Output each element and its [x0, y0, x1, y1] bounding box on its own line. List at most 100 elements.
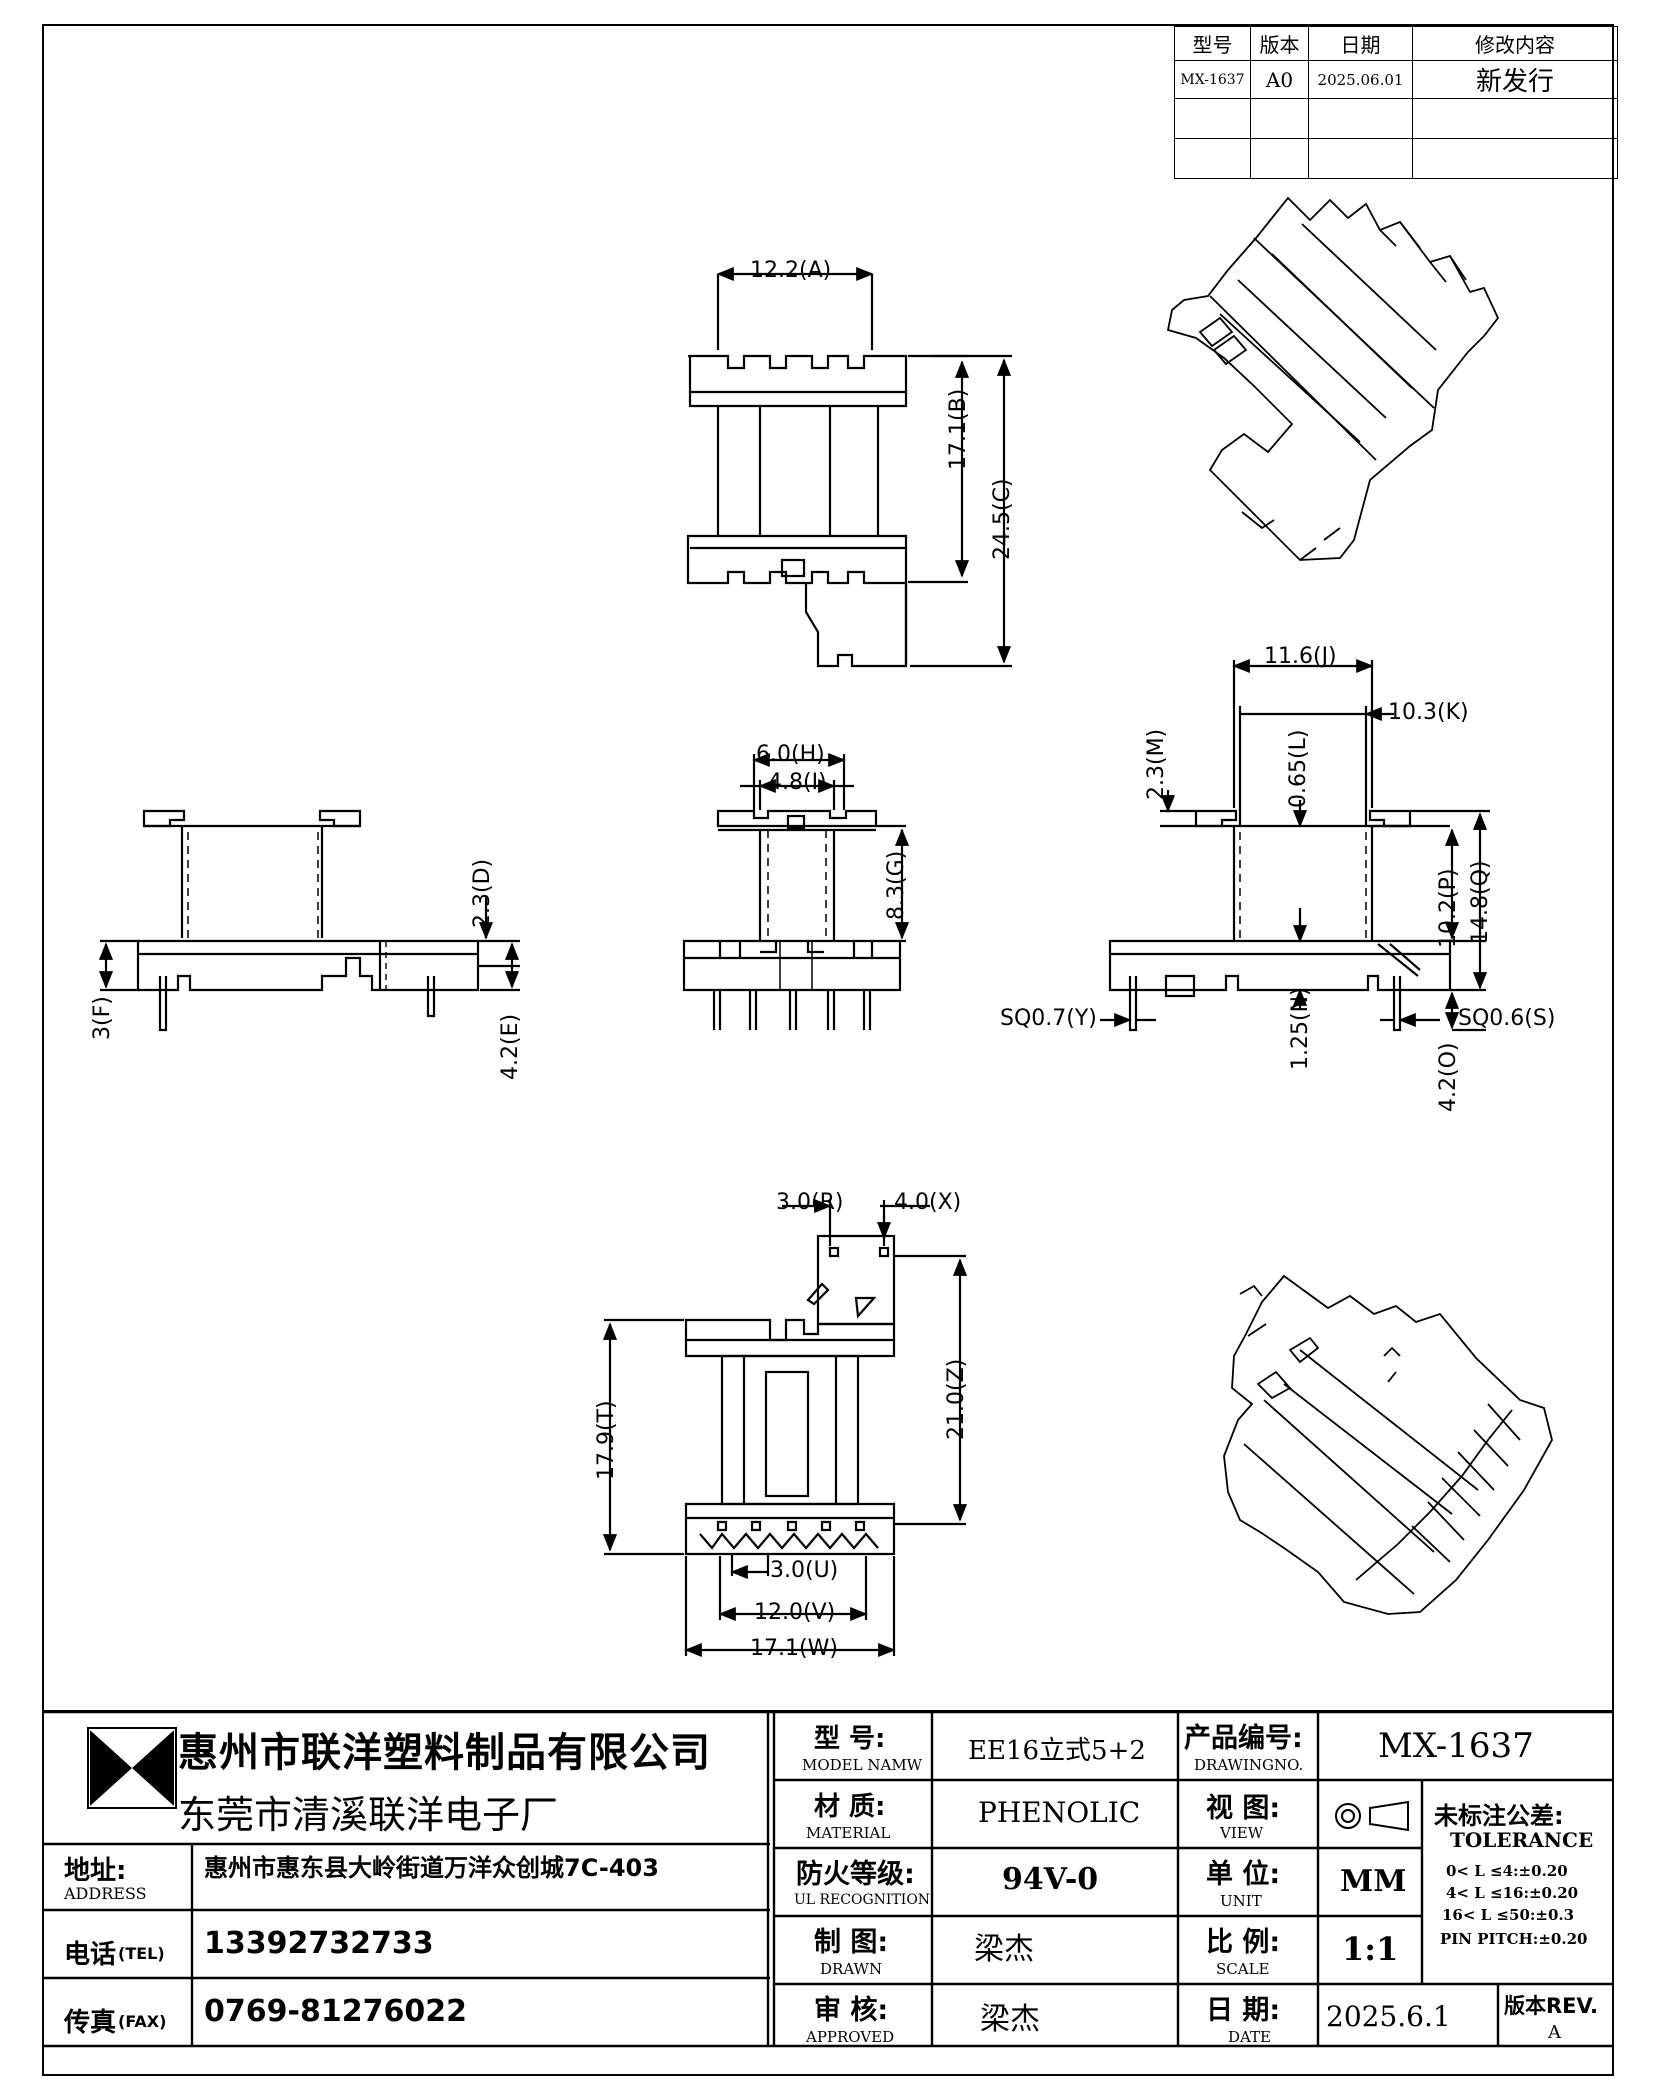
dim-o: 4.2(O)	[1436, 1042, 1461, 1112]
bottom-view	[602, 1198, 968, 1658]
scale-label: 比 例:	[1206, 1927, 1281, 1958]
dim-q: 14.8(Q)	[1468, 860, 1493, 944]
fire-value: 94V-0	[1002, 1862, 1099, 1897]
date-value: 2025.6.1	[1326, 2000, 1451, 2033]
projection-symbol-icon	[1335, 1800, 1409, 1832]
rev-cell-empty	[1250, 98, 1309, 139]
rev-label: 版本REV.	[1504, 1994, 1599, 2018]
company-name: 惠州市联洋塑料制品有限公司	[178, 1730, 711, 1776]
dim-z: 21.0(Z)	[944, 1358, 969, 1440]
view-label-en: VIEW	[1220, 1824, 1264, 1842]
fax-label-en: (FAX)	[118, 2012, 167, 2031]
isometric-view-bottom	[1223, 1274, 1553, 1615]
tolerance-line: PIN PITCH:±0.20	[1440, 1930, 1588, 1948]
dim-r: 3.0(R)	[776, 1190, 844, 1215]
unit-label-en: UNIT	[1220, 1892, 1262, 1910]
tel-label-en: (TEL)	[118, 1944, 165, 1963]
dim-y: SQ0.7(Y)	[1000, 1006, 1097, 1031]
address-value: 惠州市惠东县大岭街道万洋众创城7C-403	[204, 1854, 659, 1882]
dim-m: 2.3(M)	[1144, 728, 1169, 800]
tel-value: 13392732733	[204, 1926, 434, 1961]
approved-value: 梁杰	[980, 2002, 1040, 2037]
side-view-right	[1100, 658, 1490, 1032]
dim-a: 12.2(A)	[750, 258, 832, 283]
title-block	[44, 1710, 1612, 2053]
tolerance-line: 0< L ≤4:±0.20	[1446, 1862, 1568, 1880]
rev-header-version: 版本	[1250, 26, 1309, 61]
rev-cell-empty	[1174, 138, 1251, 179]
material-value: PHENOLIC	[978, 1796, 1141, 1829]
dim-p: 10.2(P)	[1436, 868, 1461, 948]
tel-label: 电话	[64, 1940, 117, 1970]
scale-label-en: SCALE	[1216, 1960, 1270, 1978]
dim-h: 6.0(H)	[756, 742, 825, 767]
drawn-label: 制 图:	[814, 1927, 889, 1958]
drawing-frame	[42, 24, 1614, 2076]
rev-header-date: 日期	[1308, 26, 1413, 61]
approved-label-en: APPROVED	[806, 2028, 895, 2046]
date-label: 日 期:	[1206, 1995, 1281, 2026]
fax-value: 0769-81276022	[204, 1994, 467, 2029]
model-label: 型 号:	[814, 1724, 886, 1754]
dim-t: 17.9(T)	[594, 1400, 619, 1480]
rev-cell-empty	[1308, 138, 1413, 179]
drawn-value: 梁杰	[974, 1932, 1034, 1967]
dim-g: 8.3(G)	[884, 850, 909, 920]
rev-cell-empty	[1174, 98, 1251, 139]
dim-c: 24.5(C)	[990, 478, 1015, 560]
side-view-left	[98, 809, 520, 1032]
rev-header-change: 修改内容	[1412, 26, 1618, 61]
company-name-2: 东莞市清溪联洋电子厂	[178, 1793, 559, 1837]
dim-f: 3(F)	[90, 996, 115, 1040]
rev-value: A	[1548, 2022, 1561, 2043]
tolerance-label-en: TOLERANCE	[1450, 1828, 1594, 1852]
address-label-en: ADDRESS	[64, 1884, 147, 1903]
tolerance-label: 未标注公差:	[1434, 1802, 1564, 1830]
address-label: 地址:	[64, 1856, 127, 1886]
fire-label-en: UL RECOGNITION	[794, 1892, 931, 1908]
unit-label: 单 位:	[1206, 1859, 1281, 1890]
front-view	[682, 752, 910, 1030]
revision-table: 型号 版本 日期 修改内容 MX-1637 A0 2025.06.01 新发行	[1174, 26, 1618, 179]
dim-w: 17.1(W)	[750, 1636, 838, 1661]
dim-j: 11.6(J)	[1264, 644, 1337, 669]
tolerance-line: 16< L ≤50:±0.3	[1442, 1906, 1575, 1924]
top-view	[686, 266, 1012, 668]
rev-cell-model: MX-1637	[1174, 60, 1251, 99]
dim-n: 1.25(N)	[1288, 987, 1313, 1070]
rev-cell-empty	[1308, 98, 1413, 139]
title-block-grid	[44, 1710, 1612, 2048]
rev-cell-change: 新发行	[1412, 60, 1618, 99]
approved-label: 审 核:	[814, 1995, 889, 2026]
isometric-view-top	[1166, 196, 1500, 561]
rev-cell-empty	[1250, 138, 1309, 179]
dim-x: 4.0(X)	[894, 1190, 962, 1215]
fire-label: 防火等级:	[796, 1859, 915, 1890]
model-value: EE16立式5+2	[968, 1736, 1146, 1766]
date-label-en: DATE	[1228, 2028, 1271, 2046]
view-label: 视 图:	[1206, 1793, 1281, 1824]
dim-s: SQ0.6(S)	[1458, 1006, 1556, 1031]
rev-cell-version: A0	[1250, 60, 1309, 99]
dim-i: 4.8(I)	[768, 770, 827, 795]
model-label-en: MODEL NAMW	[802, 1756, 923, 1774]
product-no-label: 产品编号:	[1184, 1723, 1303, 1754]
material-label-en: MATERIAL	[806, 1824, 891, 1842]
dim-d: 2.3(D)	[470, 858, 495, 928]
scale-value: 1:1	[1342, 1930, 1399, 1968]
unit-value: MM	[1340, 1864, 1407, 1899]
dim-u: 3.0(U)	[770, 1558, 839, 1583]
product-no-value: MX-1637	[1378, 1726, 1534, 1766]
dim-k: 10.3(K)	[1388, 700, 1469, 725]
dim-v: 12.0(V)	[754, 1600, 836, 1625]
material-label: 材 质:	[814, 1792, 886, 1822]
dim-e: 4.2(E)	[498, 1013, 523, 1080]
dim-b: 17.1(B)	[946, 388, 971, 470]
drawn-label-en: DRAWN	[820, 1960, 883, 1978]
tolerance-line: 4< L ≤16:±0.20	[1446, 1884, 1579, 1902]
company-logo	[87, 1727, 177, 1809]
product-no-label-en: DRAWINGNO.	[1194, 1756, 1304, 1774]
fax-label: 传真	[64, 2008, 117, 2038]
rev-cell-empty	[1412, 138, 1618, 179]
